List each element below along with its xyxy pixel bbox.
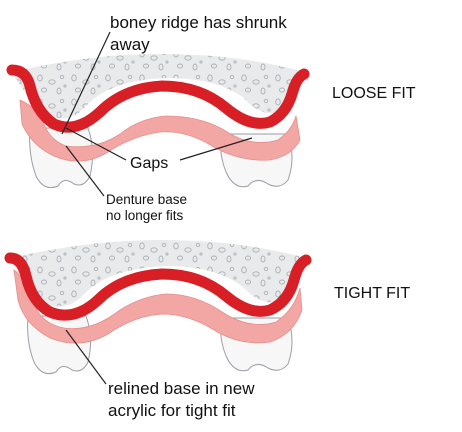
gaps-label: Gaps	[130, 155, 168, 172]
gum-outline-top	[6, 64, 310, 133]
pointer-gap-right	[179, 137, 253, 161]
reline-note-line1: relined base in new	[108, 379, 255, 398]
ridge-note-line1: boney ridge has shrunk	[110, 13, 287, 32]
pointer-reline	[65, 329, 107, 385]
tight-fit-illustration	[4, 240, 312, 385]
pointer-ridge	[61, 31, 111, 135]
base-note-line2: no longer fits	[106, 208, 184, 223]
loose-fit-illustration	[6, 31, 310, 197]
pointer-gap-left	[65, 127, 127, 161]
base-note-line1: Denture base	[106, 192, 187, 207]
pointer-base	[65, 145, 105, 197]
tight-fit-label: TIGHT FIT	[334, 285, 410, 302]
bone-pores-top	[12, 54, 304, 119]
reline-note-line2: acrylic for tight fit	[108, 401, 236, 420]
loose-fit-label: LOOSE FIT	[332, 85, 416, 102]
ridge-note-line2: away	[110, 35, 150, 54]
gum-outline-bottom	[4, 252, 312, 321]
denture-base-bottom	[13, 269, 303, 344]
bone-pores-bottom	[10, 240, 306, 307]
denture-base-top	[19, 99, 301, 162]
